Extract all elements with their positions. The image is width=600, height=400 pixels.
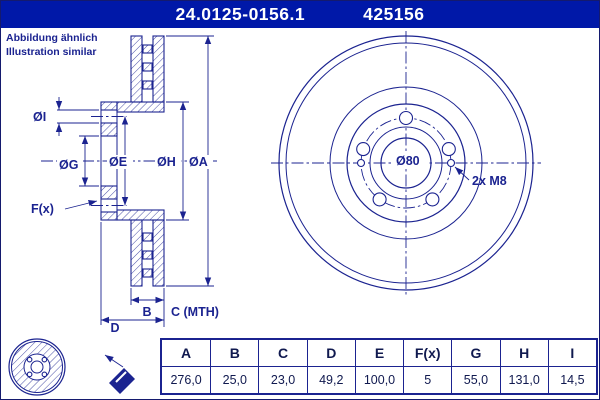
table-header-c: C bbox=[258, 340, 307, 367]
center-bore-circle bbox=[380, 137, 432, 189]
table-value-a: 276,0 bbox=[170, 372, 202, 387]
dim-label-h: ØH bbox=[157, 155, 176, 169]
dim-label-f: F(x) bbox=[31, 202, 54, 216]
m8-label: 2x M8 bbox=[472, 174, 507, 188]
dim-label-c: C (MTH) bbox=[171, 305, 219, 319]
note-line-de: Abbildung ähnlich bbox=[6, 32, 98, 44]
front-view: Ø80 2x M8 bbox=[271, 31, 541, 295]
title-bar: 24.0125-0156.1 425156 bbox=[1, 1, 599, 28]
table-header-b: B bbox=[210, 340, 259, 367]
table-header-e: E bbox=[354, 340, 404, 367]
dim-label-e: ØE bbox=[109, 155, 127, 169]
part-number: 24.0125-0156.1 bbox=[175, 4, 306, 24]
table-value-d: 49,2 bbox=[306, 366, 355, 393]
tool-pictogram bbox=[104, 354, 135, 394]
bore-label: Ø80 bbox=[396, 154, 420, 168]
table-value-e: 100,0 bbox=[354, 366, 403, 393]
table-value-c: 23,0 bbox=[258, 366, 306, 393]
outer-diameter-circle bbox=[278, 35, 534, 291]
disc-pictogram bbox=[8, 338, 66, 396]
table-value-i: 14,5 bbox=[547, 366, 596, 393]
dim-label-a: ØA bbox=[189, 155, 208, 169]
hat-circle bbox=[346, 103, 466, 223]
illustration-note: Abbildung ähnlich Illustration similar bbox=[6, 32, 98, 59]
table-header-g: G bbox=[451, 340, 500, 367]
table-value-f: 5 bbox=[403, 366, 451, 393]
table-value-g: 55,0 bbox=[451, 366, 499, 393]
section-view: ØI ØG ØE ØH ØA F(x) B C (MTH) D bbox=[31, 35, 219, 335]
table-value-b: 25,0 bbox=[210, 366, 258, 393]
dim-label-d: D bbox=[110, 321, 119, 335]
table-header-a: A bbox=[162, 340, 211, 367]
table-header-i: I bbox=[547, 340, 596, 367]
table-header-d: D bbox=[306, 340, 355, 367]
table-value-h: 131,0 bbox=[499, 366, 548, 393]
spec-table: A B C D E F(x) G H I 276,0 25,0 23,0 49,… bbox=[160, 338, 598, 395]
dim-label-g: ØG bbox=[59, 158, 78, 172]
dim-label-i: ØI bbox=[33, 110, 46, 124]
table-header-h: H bbox=[499, 340, 548, 367]
article-number: 425156 bbox=[363, 4, 425, 24]
note-line-en: Illustration similar bbox=[6, 45, 97, 58]
dim-label-b: B bbox=[142, 305, 151, 319]
table-header-f: F(x) bbox=[403, 340, 452, 367]
